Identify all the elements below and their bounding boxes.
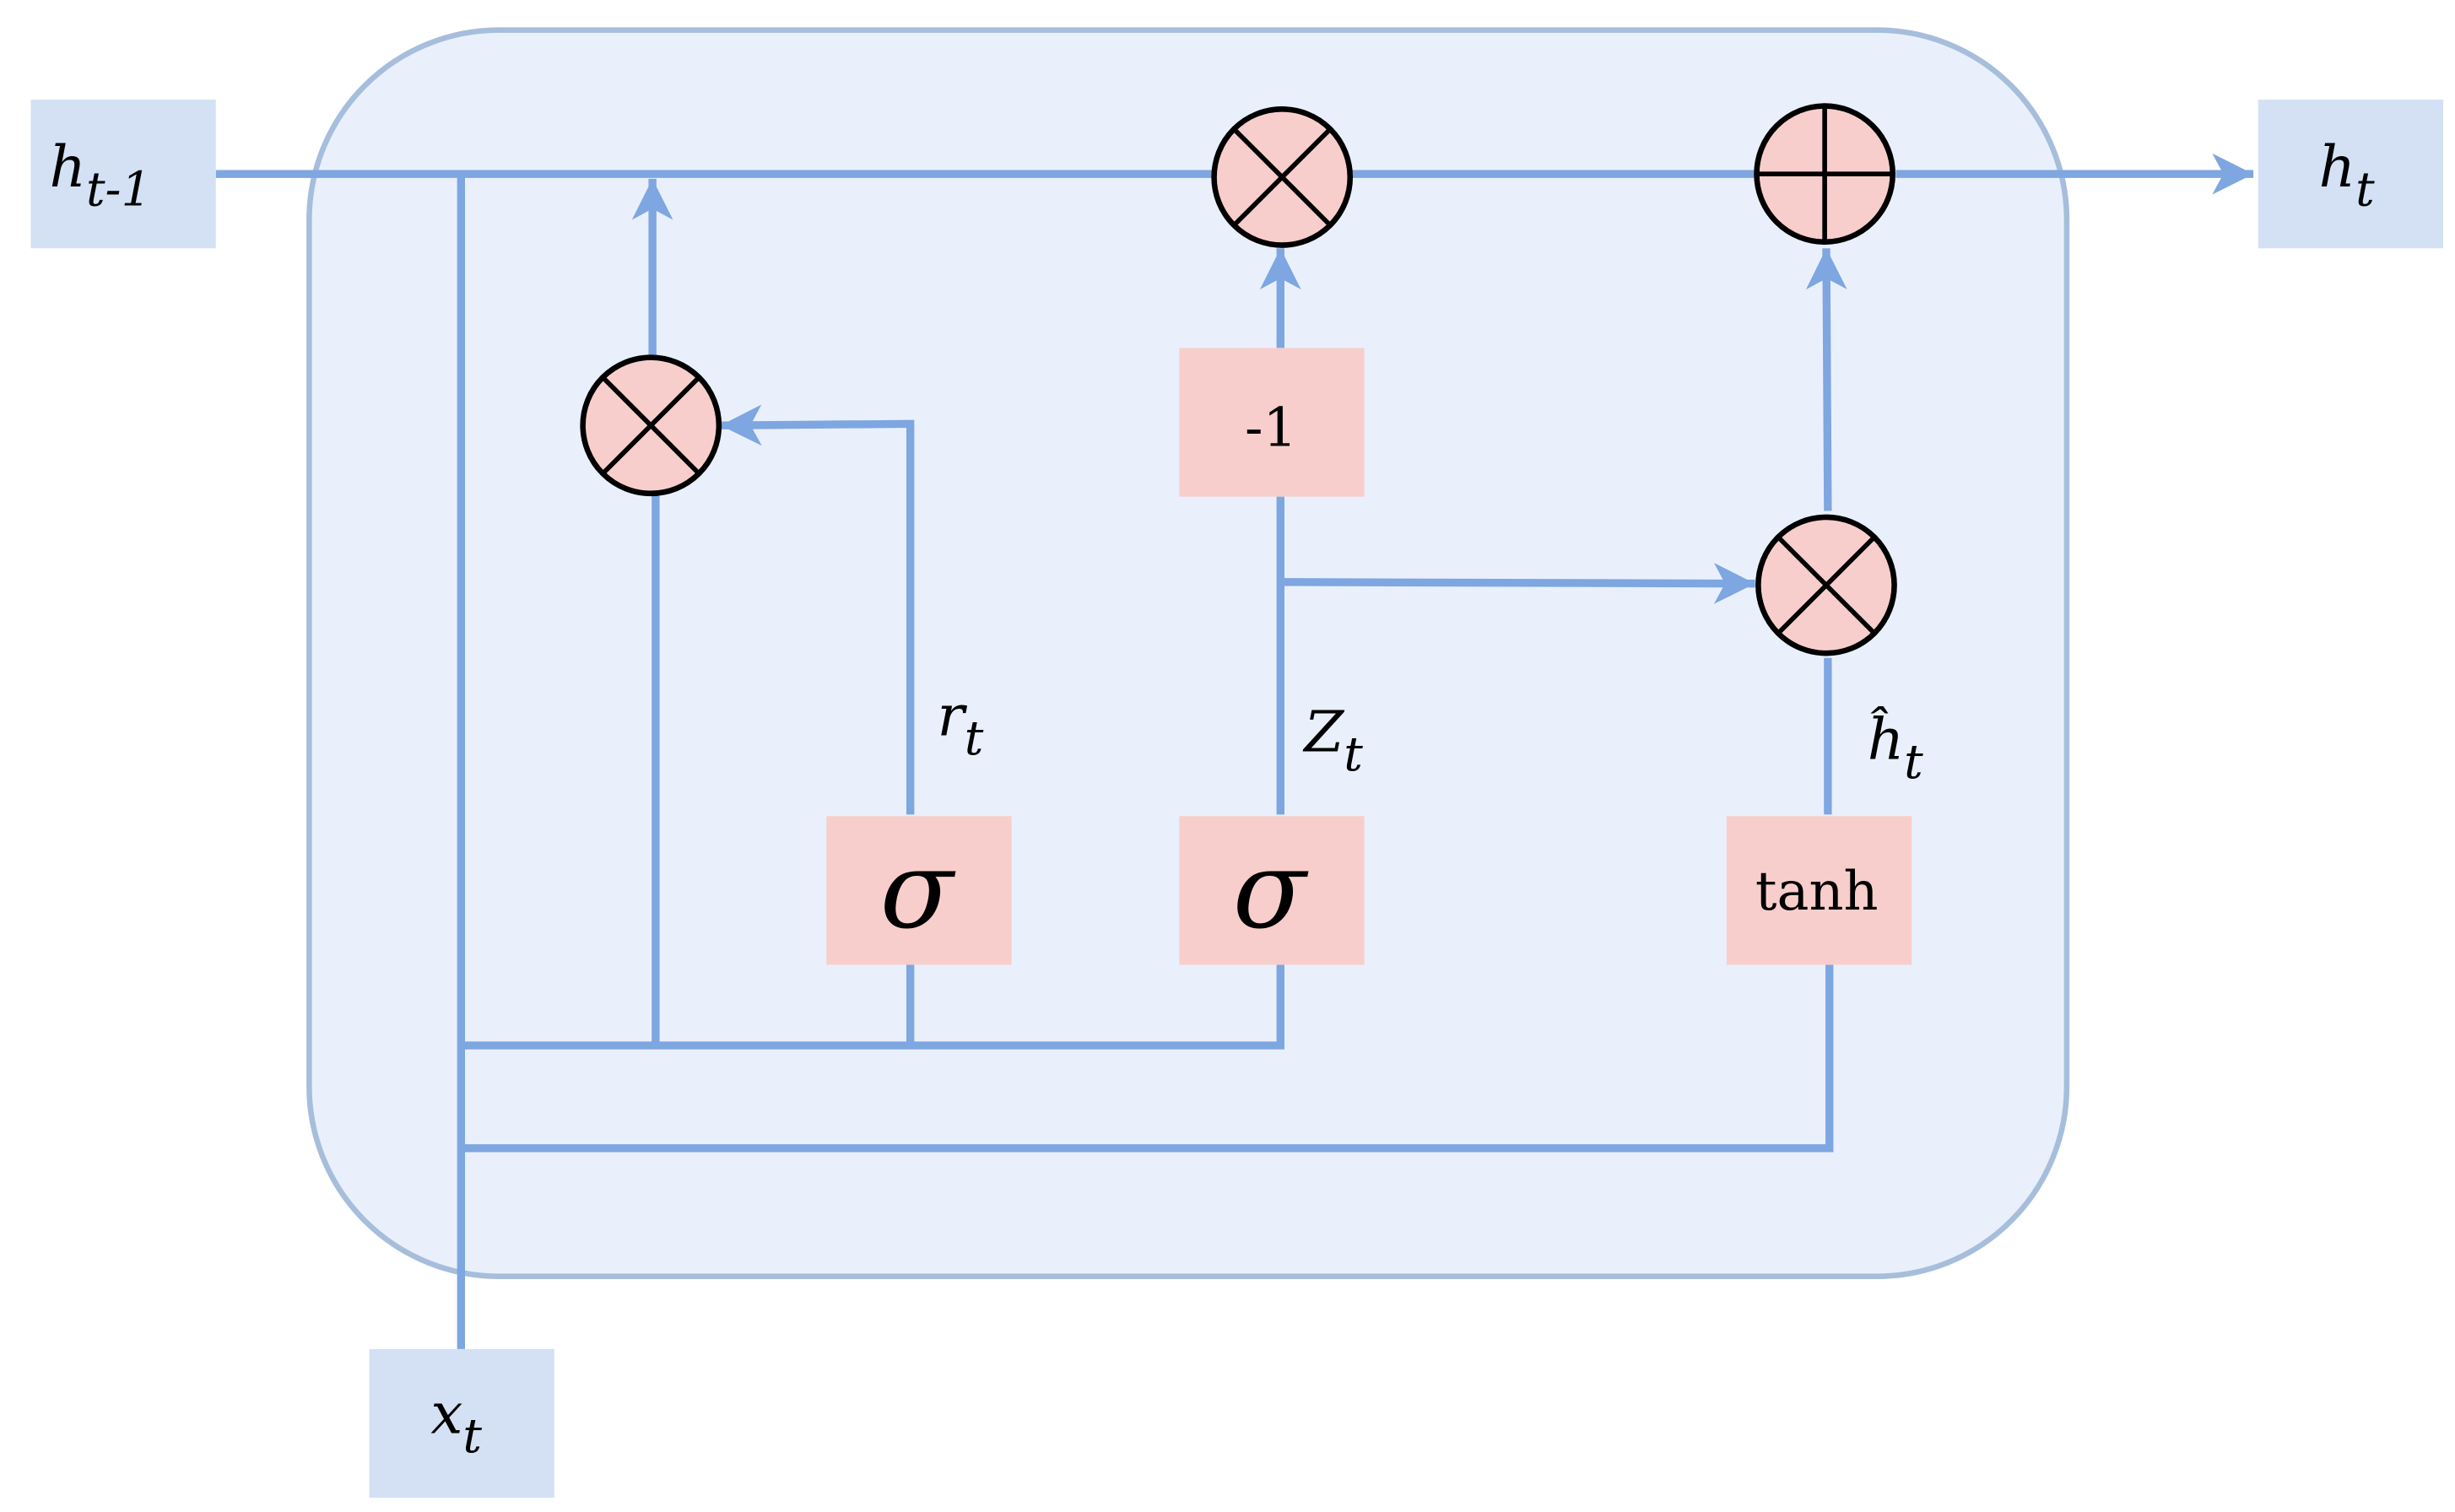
input-x: xt	[369, 1348, 554, 1498]
wire-gate-bus	[461, 964, 1284, 1050]
svg-text:xt: xt	[430, 1380, 482, 1463]
candidate-label: tanh	[1755, 861, 1879, 923]
update-gate-sigma: σ	[1179, 816, 1365, 965]
wire-multiply-to-add-up	[1805, 248, 1847, 511]
wires	[215, 153, 2254, 1349]
x-sub: t	[462, 1409, 482, 1464]
gru-cell-container	[306, 27, 2070, 1279]
h-out-base: h	[2319, 133, 2355, 200]
input-h-prev: ht-1	[30, 100, 216, 249]
candidate-signal-label: ĥt	[1868, 706, 1923, 790]
wire-rt-to-multiply	[720, 404, 915, 815]
svg-text:ht: ht	[2319, 133, 2375, 217]
h-out-sub: t	[2355, 163, 2375, 218]
h-prev-sub: t-1	[86, 163, 151, 218]
multiply-candidate-icon	[1755, 514, 1897, 656]
reset-signal-label: rt	[938, 683, 984, 766]
negate-box: -1	[1179, 348, 1365, 497]
candidate-tanh: tanh	[1726, 816, 1912, 965]
update-gate-label: σ	[1233, 828, 1309, 953]
output-h: ht	[2258, 100, 2444, 249]
add-top-icon	[1754, 103, 1895, 246]
update-signal-label: Zt	[1302, 698, 1363, 781]
multiply-reset-icon	[580, 354, 722, 497]
wire-zt-branch	[1280, 563, 1755, 604]
negate-label: -1	[1245, 397, 1297, 460]
x-base: x	[430, 1380, 462, 1446]
multiply-top-icon	[1211, 106, 1354, 248]
h-prev-base: h	[50, 133, 86, 200]
svg-text:ht-1: ht-1	[50, 133, 152, 217]
reset-gate-label: σ	[880, 828, 956, 953]
wire-candidate-bus	[461, 964, 1834, 1153]
reset-gate-sigma: σ	[826, 816, 1012, 965]
